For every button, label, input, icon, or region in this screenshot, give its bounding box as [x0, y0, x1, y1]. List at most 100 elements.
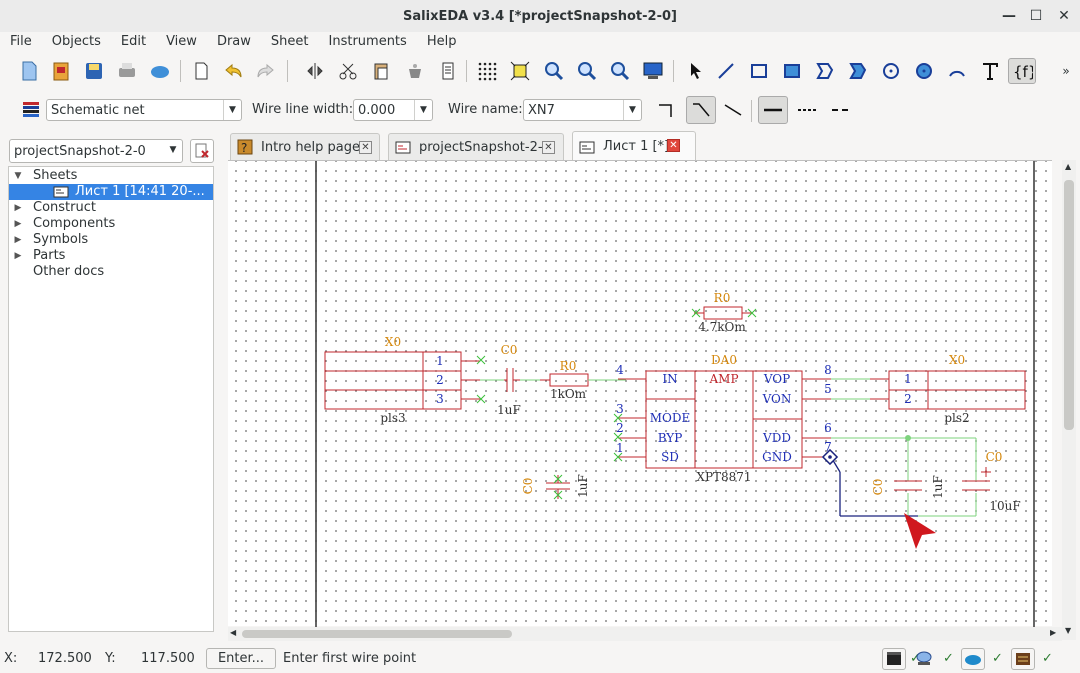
schematic-drawing: 1 2 3 X0 pls3 C0 1uF R0 1kOm: [315, 161, 1035, 627]
wire-diagonal-icon[interactable]: [686, 96, 716, 124]
draw-filled-rect-icon[interactable]: [779, 58, 805, 84]
capacitor-c0-floating[interactable]: C0 1uF: [521, 474, 590, 500]
menu-view[interactable]: View: [166, 34, 197, 49]
tree-item-components[interactable]: ▶ Components: [9, 216, 213, 232]
clean-icon[interactable]: [402, 58, 428, 84]
tab-label: Intro help page: [261, 139, 361, 155]
close-button[interactable]: ✕: [1058, 8, 1070, 24]
wire-free-icon[interactable]: [720, 97, 746, 123]
film-icon[interactable]: [882, 648, 906, 670]
wire-width-label: Wire line width:: [252, 102, 354, 117]
zoom-in-icon[interactable]: [541, 58, 567, 84]
wire-width-field[interactable]: 0.000 ▼: [353, 99, 433, 121]
draw-filled-polygon-icon[interactable]: [845, 58, 871, 84]
undo-icon[interactable]: [220, 58, 246, 84]
draw-circle-icon[interactable]: [878, 58, 904, 84]
connector-x0-right[interactable]: 1 2 X0 pls2: [870, 353, 1026, 425]
tree-item-parts[interactable]: ▶ Parts: [9, 248, 213, 264]
menu-help[interactable]: Help: [426, 34, 457, 49]
tab-intro-help[interactable]: ? Intro help page ✕: [230, 133, 380, 160]
scroll-left-icon[interactable]: ◀: [230, 628, 237, 637]
horizontal-scrollbar[interactable]: ◀ ▶: [228, 627, 1062, 641]
tab-sheet-1[interactable]: Лист 1 [*] ✕: [572, 131, 696, 161]
horizontal-scroll-thumb[interactable]: [242, 630, 512, 638]
monitor-icon[interactable]: [640, 58, 666, 84]
scroll-up-icon[interactable]: ▲: [1065, 162, 1072, 171]
grid-icon[interactable]: [474, 58, 500, 84]
tab-project[interactable]: projectSnapshot-2-0 ✕: [388, 133, 564, 160]
schematic-canvas[interactable]: 1 2 3 X0 pls3 C0 1uF R0 1kOm: [228, 160, 1052, 627]
cloud-icon[interactable]: [147, 58, 173, 84]
menu-draw[interactable]: Draw: [216, 34, 251, 49]
expand-right-icon[interactable]: ▶: [14, 203, 22, 213]
close-icon[interactable]: ✕: [667, 139, 680, 152]
tree-item-sheets[interactable]: ▼ Sheets: [9, 168, 213, 184]
mirror-icon[interactable]: [302, 58, 328, 84]
menu-instruments[interactable]: Instruments: [328, 34, 407, 49]
menu-file[interactable]: File: [10, 34, 32, 49]
draw-line-icon[interactable]: [713, 58, 739, 84]
text-tool-icon[interactable]: [977, 58, 1003, 84]
project-select[interactable]: projectSnapshot-2-0 ▼: [9, 139, 183, 163]
connector-x0-left[interactable]: 1 2 3 X0 pls3: [324, 335, 486, 425]
layer-select[interactable]: Schematic net ▼: [46, 99, 242, 121]
ic-da0-xpt8871[interactable]: IN MODE BYP SD AMP VOP VON VDD GND 4 3 2…: [613, 353, 832, 484]
scroll-right-icon[interactable]: ▶: [1050, 628, 1057, 637]
vertical-scroll-thumb[interactable]: [1064, 180, 1074, 430]
paste-icon[interactable]: [368, 58, 394, 84]
cut-icon[interactable]: [335, 58, 361, 84]
zoom-out-icon[interactable]: [574, 58, 600, 84]
print-icon[interactable]: [114, 58, 140, 84]
tree-item-construct[interactable]: ▶ Construct: [9, 200, 213, 216]
open-project-icon[interactable]: [48, 58, 74, 84]
new-sheet-icon[interactable]: [188, 58, 214, 84]
expand-right-icon[interactable]: ▶: [14, 219, 22, 229]
close-icon[interactable]: ✕: [359, 141, 372, 154]
expand-down-icon[interactable]: ▼: [14, 171, 22, 181]
part-name: XPT8871: [696, 470, 751, 484]
zoom-fit-icon[interactable]: [507, 58, 533, 84]
minimize-button[interactable]: —: [1002, 8, 1016, 24]
enter-coordinates-button[interactable]: Enter...: [206, 648, 276, 669]
maximize-button[interactable]: ☐: [1029, 8, 1043, 24]
status-bar: X: 172.500 Y: 117.500 Enter... Enter fir…: [0, 646, 1080, 672]
wire-name-field[interactable]: XN7 ▼: [523, 99, 642, 121]
menu-sheet[interactable]: Sheet: [270, 34, 309, 49]
draw-filled-circle-icon[interactable]: [911, 58, 937, 84]
wire-ortho-icon[interactable]: [654, 97, 680, 123]
line-dashed-icon[interactable]: [828, 97, 854, 123]
vertical-scrollbar[interactable]: ▲ ▼: [1062, 160, 1076, 640]
tree-item-other-docs[interactable]: Other docs: [9, 264, 213, 280]
capacitor-c0-10uf[interactable]: C0 10uF: [962, 450, 1021, 513]
draw-polygon-icon[interactable]: [812, 58, 838, 84]
capacitor-c0-series[interactable]: C0 1uF: [497, 343, 521, 417]
menu-edit[interactable]: Edit: [120, 34, 147, 49]
resistor-r0-4k7[interactable]: R0 4.7kOm: [691, 291, 757, 334]
cloud-sync-icon[interactable]: [961, 648, 985, 670]
tree-item-symbols[interactable]: ▶ Symbols: [9, 232, 213, 248]
capacitor-c0-decoupling[interactable]: C0 1uF: [871, 475, 945, 499]
zoom-area-icon[interactable]: [607, 58, 633, 84]
resistor-r0-1k[interactable]: R0 1kOm: [540, 359, 600, 401]
tree-item-sheet-1[interactable]: Лист 1 [14:41 20-...: [9, 184, 213, 200]
close-project-icon[interactable]: [190, 139, 214, 163]
save-icon[interactable]: [81, 58, 107, 84]
tree-label: Construct: [33, 200, 96, 215]
menu-objects[interactable]: Objects: [51, 34, 101, 49]
field-tool-icon[interactable]: {f}: [1008, 58, 1036, 84]
new-file-icon[interactable]: [16, 58, 42, 84]
properties-icon[interactable]: [435, 58, 461, 84]
select-pointer-icon[interactable]: [682, 58, 708, 84]
expand-right-icon[interactable]: ▶: [14, 251, 22, 261]
toolbar-overflow-icon[interactable]: »: [1062, 64, 1070, 78]
library-icon[interactable]: [1011, 648, 1035, 670]
line-dotted-icon[interactable]: [794, 97, 820, 123]
scroll-down-icon[interactable]: ▼: [1065, 626, 1072, 635]
network-icon[interactable]: [913, 648, 937, 670]
draw-arc-icon[interactable]: [944, 58, 970, 84]
draw-rect-icon[interactable]: [746, 58, 772, 84]
close-icon[interactable]: ✕: [542, 141, 555, 154]
line-solid-icon[interactable]: [758, 96, 788, 124]
redo-icon[interactable]: [253, 58, 279, 84]
expand-right-icon[interactable]: ▶: [14, 235, 22, 245]
